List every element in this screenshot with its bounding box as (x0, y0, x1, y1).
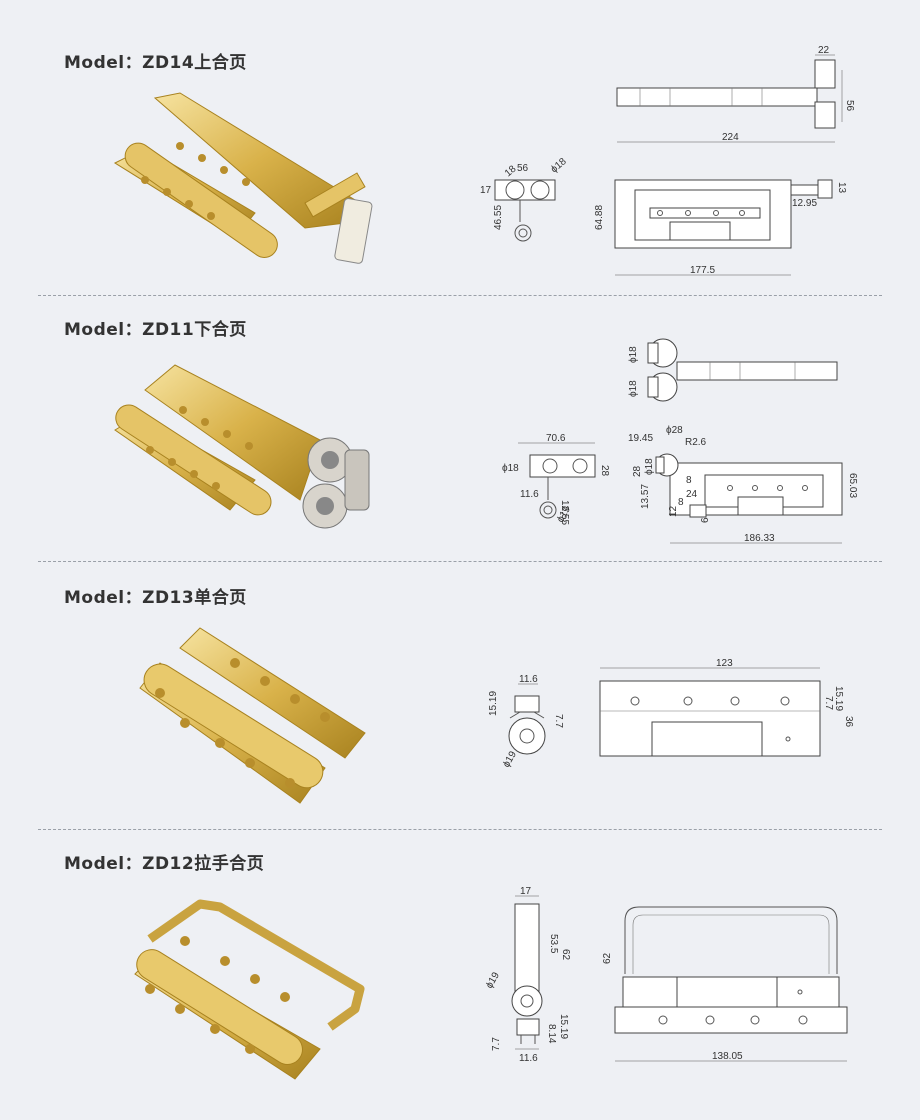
dimension-label: 224 (722, 132, 739, 143)
section-divider (38, 295, 882, 296)
dimension-label: 17 (480, 185, 492, 196)
dimension-label: ϕ18 (644, 458, 655, 475)
dimension-label: 11.6 (519, 1053, 538, 1064)
dimension-label: 19.45 (628, 433, 653, 444)
dimension-label: 56 (844, 100, 855, 112)
dimension-label: 15.19 (558, 1014, 569, 1039)
dimension-label: 11.6 (519, 674, 538, 685)
technical-drawing-zd14: 22 56 224 56 ϕ18 17 18 46.55 64.88 13 12… (480, 45, 855, 276)
hinge-photo-zd14 (113, 92, 373, 264)
dimension-label: 8.14 (546, 1024, 557, 1044)
dimension-label: ϕ19 (501, 749, 519, 769)
dimension-label: 24 (686, 489, 698, 500)
dimension-label: 15.19 (488, 691, 499, 716)
dimension-label: 6 (700, 517, 711, 523)
dimension-label: 65.03 (847, 473, 858, 498)
dimension-label: 8 (686, 475, 692, 486)
model-title: Model：ZD12拉手合页 (64, 854, 265, 874)
model-title: Model：ZD11下合页 (64, 320, 247, 340)
dimension-label: 12 (668, 505, 679, 517)
dimension-label: 123 (716, 658, 733, 669)
dimension-label: 12.95 (792, 198, 817, 209)
dimension-label: 56 (517, 163, 529, 174)
dimension-label: 36 (843, 716, 854, 728)
dimension-label: ϕ19 (485, 970, 502, 990)
hinge-photo-zd11 (114, 364, 370, 529)
dimension-label: 11.6 (520, 489, 539, 500)
dimension-label: 46.55 (493, 205, 504, 230)
hinge-photo-zd12 (134, 899, 365, 1080)
dimension-label: 7.7 (553, 714, 564, 728)
section-divider (38, 829, 882, 830)
hinge-photo-zd13 (139, 627, 366, 804)
dimension-label: 7.7 (491, 1037, 502, 1051)
dimension-label: 70.6 (546, 433, 566, 444)
section-divider (38, 561, 882, 562)
dimension-label: 28 (632, 465, 643, 477)
dimension-label: 13.57 (640, 484, 651, 509)
section-zd13: Model：ZD13单合页 11.6 15.19 7.7 ϕ19 123 15.… (0, 561, 920, 829)
dimension-label: ϕ18 (628, 346, 639, 363)
dimension-label: 22 (818, 45, 830, 56)
section-zd11: Model：ZD11下合页 ϕ18 ϕ18 70.6 ϕ18 28 11.6 (0, 295, 920, 561)
section-zd12: Model：ZD12拉手合页 17 53.5 62 ϕ19 15.19 7.7 … (0, 829, 920, 1120)
technical-drawing-zd12: 17 53.5 62 ϕ19 15.19 7.7 8.14 11.6 62 13… (485, 886, 848, 1064)
model-title: Model：ZD14上合页 (64, 53, 247, 73)
dimension-label: ϕ18 (502, 463, 519, 474)
model-title: Model：ZD13单合页 (64, 588, 247, 608)
dimension-label: 177.5 (690, 265, 715, 276)
dimension-label: 15.19 (833, 686, 844, 711)
technical-drawing-zd13: 11.6 15.19 7.7 ϕ19 123 15.19 7.7 36 (488, 658, 854, 770)
dimension-label: ϕ18 (549, 156, 569, 175)
section-zd14: Model：ZD14上合页 22 56 224 56 ϕ18 17 18 (0, 0, 920, 295)
dimension-label: 8 (678, 497, 684, 508)
dimension-label: ϕ28 (666, 425, 683, 436)
dimension-label: 186.33 (744, 533, 775, 544)
dimension-label: 62 (602, 952, 613, 964)
dimension-label: 17 (520, 886, 532, 897)
dimension-label: 62 (560, 949, 571, 961)
dimension-label: 138.05 (712, 1051, 743, 1062)
dimension-label: ϕ18 (628, 380, 639, 397)
dimension-label: 13 (836, 182, 847, 194)
dimension-label: 64.88 (594, 205, 605, 230)
dimension-label: 28 (599, 465, 610, 477)
dimension-label: 12.55 (559, 500, 570, 525)
dimension-label: R2.6 (685, 437, 707, 448)
dimension-label: 7.7 (823, 696, 834, 710)
dimension-label: 53.5 (548, 934, 559, 954)
technical-drawing-zd11: ϕ18 ϕ18 70.6 ϕ18 28 11.6 12.55 ϕ19 ϕ28 1… (502, 338, 858, 544)
